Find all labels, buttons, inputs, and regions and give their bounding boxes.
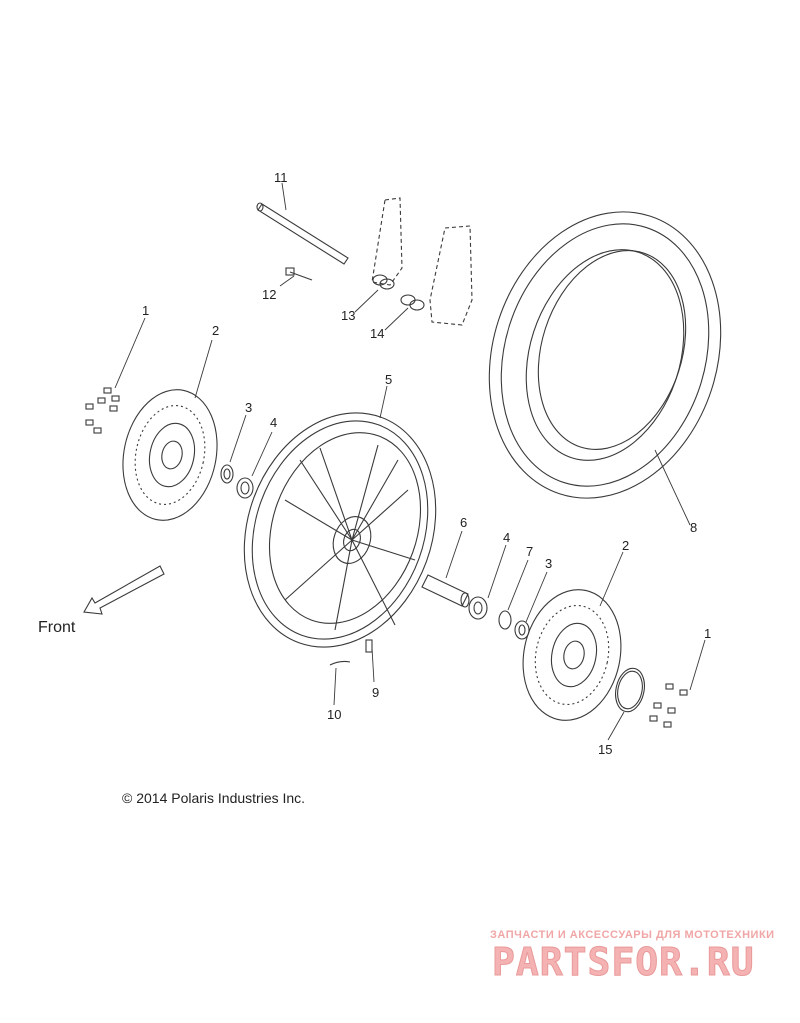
callout-13: 13 xyxy=(341,308,356,323)
callout-5: 5 xyxy=(385,372,393,387)
callout-2: 2 xyxy=(622,538,630,553)
callout-3: 3 xyxy=(245,400,253,415)
spacer-13 xyxy=(372,274,395,290)
seal-left xyxy=(220,464,234,484)
leader-lines xyxy=(114,182,706,741)
copyright-notice: © 2014 Polaris Industries Inc. xyxy=(122,790,306,806)
disc-bolts-left xyxy=(85,387,120,434)
fork-legs xyxy=(371,197,473,326)
brake-disc-right xyxy=(522,589,622,721)
callout-4: 4 xyxy=(503,530,511,545)
callout-6: 6 xyxy=(460,515,468,530)
callout-1: 1 xyxy=(704,626,712,641)
pinch-bolt xyxy=(285,267,313,281)
callout-3: 3 xyxy=(545,556,553,571)
callout-1: 1 xyxy=(142,303,150,318)
wheel xyxy=(243,412,437,648)
tire xyxy=(488,211,722,499)
front-arrow xyxy=(83,565,165,615)
spacer-14 xyxy=(400,294,425,311)
axle-spacer xyxy=(421,574,470,608)
circlip xyxy=(498,610,512,630)
tone-ring xyxy=(615,667,645,713)
callout-11: 11 xyxy=(274,170,288,185)
brake-disc-left xyxy=(122,389,218,521)
disc-bolts-right xyxy=(649,683,688,728)
front-label: Front xyxy=(38,619,76,636)
callout-14: 14 xyxy=(370,326,385,341)
watermark-logo: PARTSFOR.RU xyxy=(492,940,755,985)
callout-12: 12 xyxy=(262,287,277,302)
callout-15: 15 xyxy=(598,742,613,757)
valve-stem xyxy=(365,639,373,653)
watermark-tagline: ЗАПЧАСТИ И АКСЕССУАРЫ ДЛЯ МОТОТЕХНИКИ xyxy=(490,929,775,941)
callout-9: 9 xyxy=(372,685,380,700)
axle xyxy=(256,202,349,265)
callout-7: 7 xyxy=(526,544,534,559)
callout-8: 8 xyxy=(690,520,698,535)
bearing-left xyxy=(236,477,254,499)
balance-weight xyxy=(329,660,351,666)
callout-4: 4 xyxy=(270,415,278,430)
bearing-right xyxy=(468,596,488,620)
callout-2: 2 xyxy=(212,323,220,338)
callout-10: 10 xyxy=(327,707,342,722)
